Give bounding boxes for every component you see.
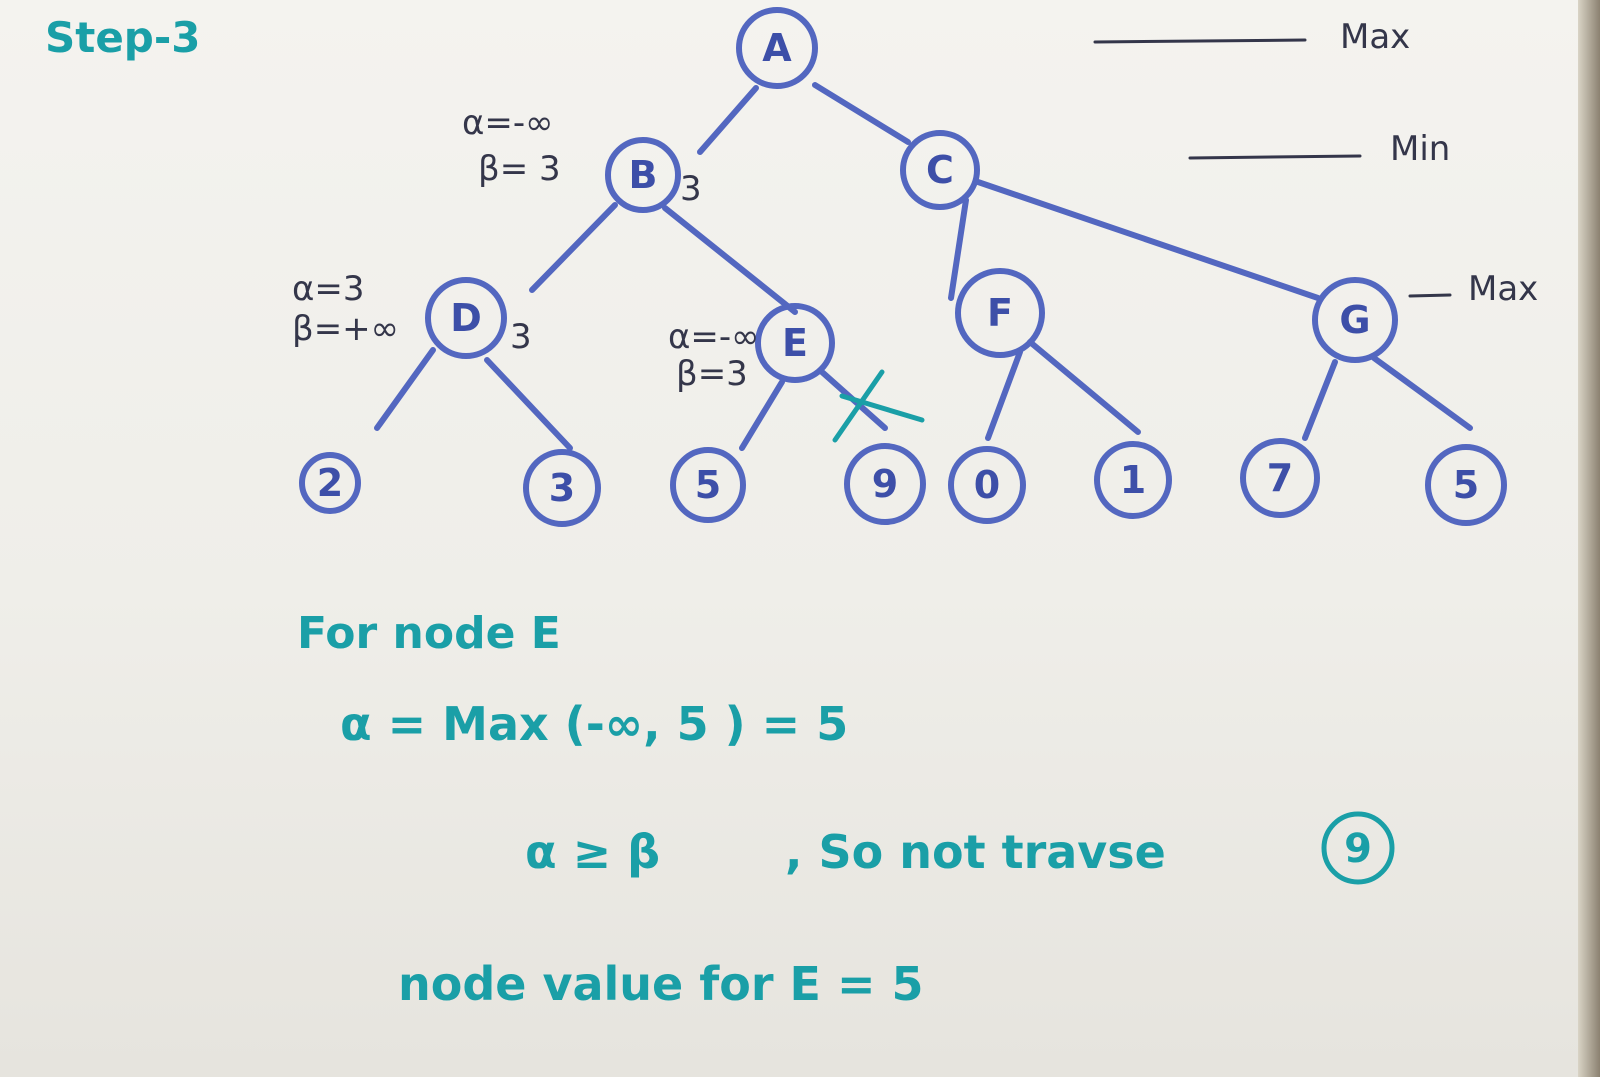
tree-edges — [374, 82, 1473, 451]
node-value: 3 — [680, 169, 702, 209]
prune-condition: α ≥ β — [525, 825, 660, 879]
node-g: G — [1312, 277, 1398, 363]
leaf-circle — [948, 446, 1026, 524]
leaf-value: 3 — [549, 466, 575, 510]
node-label: D — [450, 296, 482, 340]
edge-c-g — [975, 179, 1321, 301]
leaf-circle — [1094, 441, 1172, 519]
node-c: C — [900, 130, 980, 210]
leaf-circle — [523, 449, 601, 527]
node-circle — [955, 268, 1045, 358]
leaf-value: 5 — [1453, 463, 1479, 507]
beta-annotation: β=3 — [676, 354, 748, 394]
edge-b-d — [529, 202, 618, 293]
leaf-circle — [1425, 444, 1507, 526]
node-d: D 3 — [425, 277, 532, 359]
circled-leaf-ring — [1321, 811, 1395, 885]
beta-annotation: β= 3 — [478, 149, 561, 189]
edge-a-c — [812, 82, 911, 145]
node-label: G — [1339, 298, 1370, 342]
leaf-value: 5 — [695, 463, 721, 507]
leaf-circle — [1240, 438, 1320, 518]
prune-cross-mark — [832, 369, 925, 443]
alpha-beta-annotation-b: α=-∞ β= 3 — [462, 103, 561, 189]
leaf-circle — [844, 443, 926, 525]
leaf-value: 0 — [974, 463, 1000, 507]
edge-d-leaf — [484, 357, 573, 451]
edge-a-b — [697, 85, 759, 155]
circled-pruned-leaf: 9 — [1321, 811, 1395, 885]
beta-annotation: β=+∞ — [292, 309, 399, 349]
leaf-value: 7 — [1267, 456, 1293, 500]
explanation-heading: For node E — [297, 608, 561, 659]
leaf-value: 2 — [317, 461, 343, 505]
leaf-value: 9 — [872, 462, 898, 506]
node-circle — [605, 137, 681, 213]
node-circle — [425, 277, 507, 359]
alpha-annotation: α=-∞ — [462, 103, 554, 143]
edge-d-leaf — [374, 347, 436, 431]
leaf-node-pruned: 9 — [844, 443, 926, 525]
level-line — [1093, 38, 1307, 44]
leaf-circle — [670, 447, 746, 523]
leaf-node: 1 — [1094, 441, 1172, 519]
level-line — [1408, 293, 1452, 298]
leaf-circle — [299, 452, 361, 514]
node-label: F — [987, 291, 1013, 335]
explanation: For node E α = Max (-∞, 5 ) = 5 α ≥ β , … — [297, 608, 1395, 1011]
leaf-node: 7 — [1240, 438, 1320, 518]
level-indicator-max-bottom: Max — [1408, 269, 1538, 309]
edge-g-leaf — [1302, 359, 1338, 441]
edge-f-leaf — [985, 349, 1023, 441]
step-title: Step-3 — [45, 13, 201, 62]
leaf-node: 5 — [670, 447, 746, 523]
level-line — [1188, 154, 1362, 160]
node-label: C — [926, 148, 954, 192]
paper-edge — [1578, 0, 1600, 1077]
edge-e-leaf — [739, 379, 785, 451]
leaf-node: 5 — [1425, 444, 1507, 526]
circled-leaf-value: 9 — [1344, 826, 1372, 872]
prune-statement: , So not travse — [785, 825, 1166, 879]
node-e: E — [755, 303, 835, 383]
leaf-nodes: 2 3 5 9 0 1 7 5 — [299, 438, 1507, 527]
edge-b-e — [662, 205, 798, 315]
node-label: A — [762, 26, 792, 70]
leaf-value: 1 — [1120, 458, 1146, 502]
node-f: F — [955, 268, 1045, 358]
node-circle — [755, 303, 835, 383]
node-circle — [736, 7, 818, 89]
leaf-node: 0 — [948, 446, 1026, 524]
alpha-beta-annotation-d: α=3 β=+∞ — [292, 269, 399, 349]
alpha-calculation: α = Max (-∞, 5 ) = 5 — [340, 697, 848, 751]
leaf-node: 2 — [299, 452, 361, 514]
level-indicator-max-top: Max — [1093, 17, 1410, 57]
edge-g-leaf — [1371, 355, 1473, 431]
node-b: B 3 — [605, 137, 702, 213]
alpha-beta-annotation-e: α=-∞ β=3 — [668, 317, 760, 394]
level-label: Min — [1390, 129, 1450, 169]
node-circle — [900, 130, 980, 210]
level-label: Max — [1340, 17, 1410, 57]
alpha-annotation: α=3 — [292, 269, 365, 309]
node-circle — [1312, 277, 1398, 363]
edge-c-f — [948, 197, 969, 301]
node-label: E — [782, 321, 808, 365]
alpha-annotation: α=-∞ — [668, 317, 760, 357]
level-label: Max — [1468, 269, 1538, 309]
node-a: A — [736, 7, 818, 89]
edge-f-leaf — [1027, 339, 1141, 435]
node-value-conclusion: node value for E = 5 — [398, 957, 924, 1011]
level-indicator-min: Min — [1188, 129, 1450, 169]
node-label: B — [629, 153, 658, 197]
node-value: 3 — [510, 317, 532, 357]
leaf-node: 3 — [523, 449, 601, 527]
